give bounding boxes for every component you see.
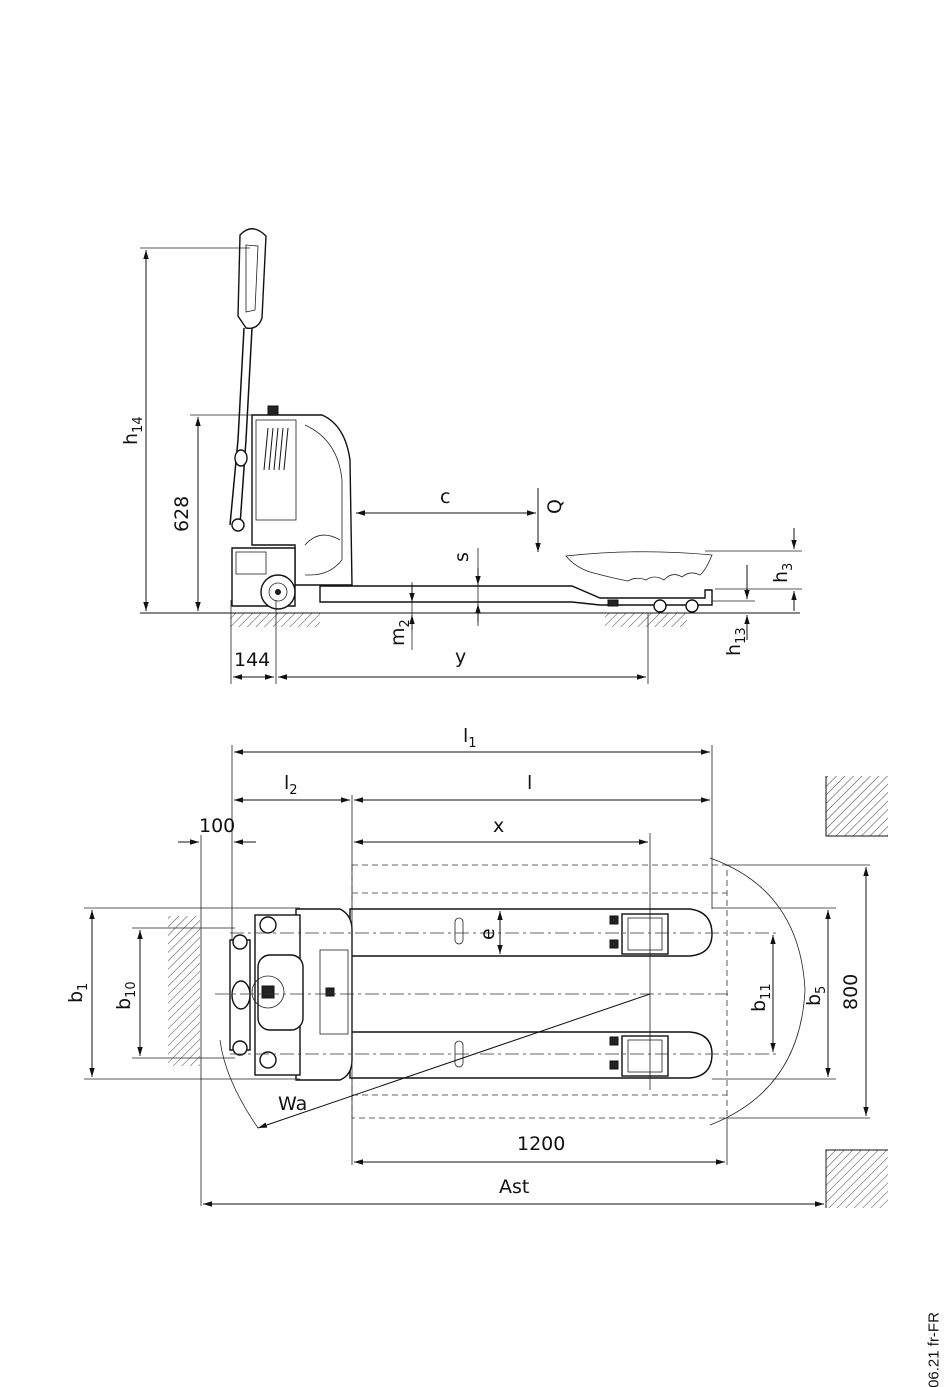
side-view: h14 628 c Q s h3 h13 m2 xyxy=(120,229,802,684)
label-l1: l1 xyxy=(463,725,477,751)
chassis xyxy=(232,406,352,609)
label-Ast: Ast xyxy=(499,1176,529,1198)
label-e: e xyxy=(477,928,499,940)
floor-hatch-left xyxy=(230,613,320,627)
label-b11: b11 xyxy=(748,983,774,1012)
label-b10: b10 xyxy=(113,981,139,1010)
wall-hatch-bottom xyxy=(826,1150,888,1208)
label-l: l xyxy=(527,772,532,794)
label-144: 144 xyxy=(234,649,270,671)
label-1200: 1200 xyxy=(517,1133,565,1155)
footer-code: 06.21 fr-FR xyxy=(924,1312,944,1387)
label-m2: m2 xyxy=(387,619,413,646)
label-y: y xyxy=(455,646,466,668)
label-c: c xyxy=(440,486,450,508)
label-h3: h3 xyxy=(770,563,796,583)
footer-code-text: 06.21 fr-FR xyxy=(926,1312,943,1387)
floor-hatch-right xyxy=(605,613,687,627)
forks-top xyxy=(350,909,712,1078)
top-view: l1 l2 l 100 x e b1 b10 b11 b5 800 xyxy=(65,725,888,1208)
pallet-outline xyxy=(566,552,712,581)
label-h14: h14 xyxy=(120,416,146,445)
wall-hatch-top xyxy=(826,776,888,836)
label-l2: l2 xyxy=(284,772,298,798)
label-b1: b1 xyxy=(65,983,91,1003)
turning-arc xyxy=(710,858,805,1125)
label-Q: Q xyxy=(544,499,566,514)
pallet-dashed xyxy=(352,865,727,1118)
wall-hatch-left xyxy=(168,916,200,1066)
label-h13: h13 xyxy=(723,627,749,656)
fork-side xyxy=(320,586,712,612)
label-s: s xyxy=(451,552,473,562)
label-x: x xyxy=(493,815,504,837)
label-100: 100 xyxy=(199,815,235,837)
label-800: 800 xyxy=(840,974,862,1010)
label-628: 628 xyxy=(171,496,193,532)
label-b5: b5 xyxy=(803,986,829,1006)
label-Wa: Wa xyxy=(278,1093,307,1115)
